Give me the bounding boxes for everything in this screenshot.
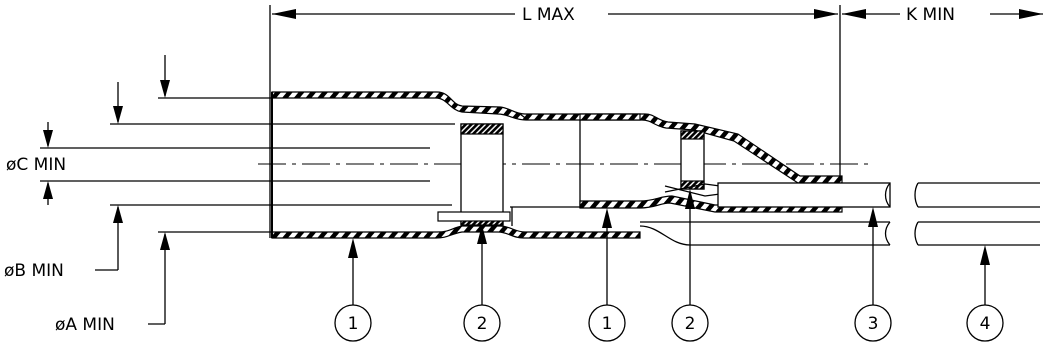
- callout-balloon-4: 4: [966, 304, 1004, 342]
- outer-sleeve: [271, 91, 843, 239]
- solder-ring-left: [460, 123, 504, 226]
- solder-ring-right: [680, 130, 705, 190]
- dimension-dia-c: øC MIN: [6, 122, 430, 205]
- arrowhead-k-right: [1019, 9, 1043, 19]
- dimension-dia-a: øA MIN: [55, 55, 272, 335]
- dia-a-label: øA MIN: [55, 315, 115, 335]
- svg-text:1: 1: [348, 314, 359, 334]
- arrowhead-k-left: [842, 9, 866, 19]
- wire-continuation: [914, 182, 1040, 246]
- dimension-k-min: K MIN: [842, 5, 1043, 25]
- conductor-left: [437, 206, 890, 246]
- callout-balloon-1a: 1: [334, 304, 372, 342]
- callout-leaders: [348, 189, 990, 305]
- callout-balloon-3: 3: [854, 304, 892, 342]
- callout-balloon-1b: 1: [588, 304, 626, 342]
- dimension-k-label: K MIN: [906, 5, 955, 25]
- conductor-right: [664, 182, 891, 246]
- svg-text:1: 1: [602, 314, 613, 334]
- svg-text:3: 3: [868, 314, 879, 334]
- dimension-l-label: L MAX: [522, 5, 575, 25]
- svg-text:2: 2: [685, 314, 696, 334]
- callout-balloon-2b: 2: [671, 304, 709, 342]
- svg-text:2: 2: [477, 314, 488, 334]
- svg-text:4: 4: [980, 314, 991, 334]
- dimension-dia-b: øB MIN: [4, 82, 455, 281]
- callout-balloon-2a: 2: [463, 304, 501, 342]
- arrowhead-left: [272, 9, 296, 19]
- arrowhead-right: [814, 9, 838, 19]
- dia-c-label: øC MIN: [6, 155, 66, 175]
- dimension-l-max: L MAX: [269, 5, 841, 238]
- dia-b-label: øB MIN: [4, 261, 64, 281]
- inner-sleeve: [579, 113, 843, 213]
